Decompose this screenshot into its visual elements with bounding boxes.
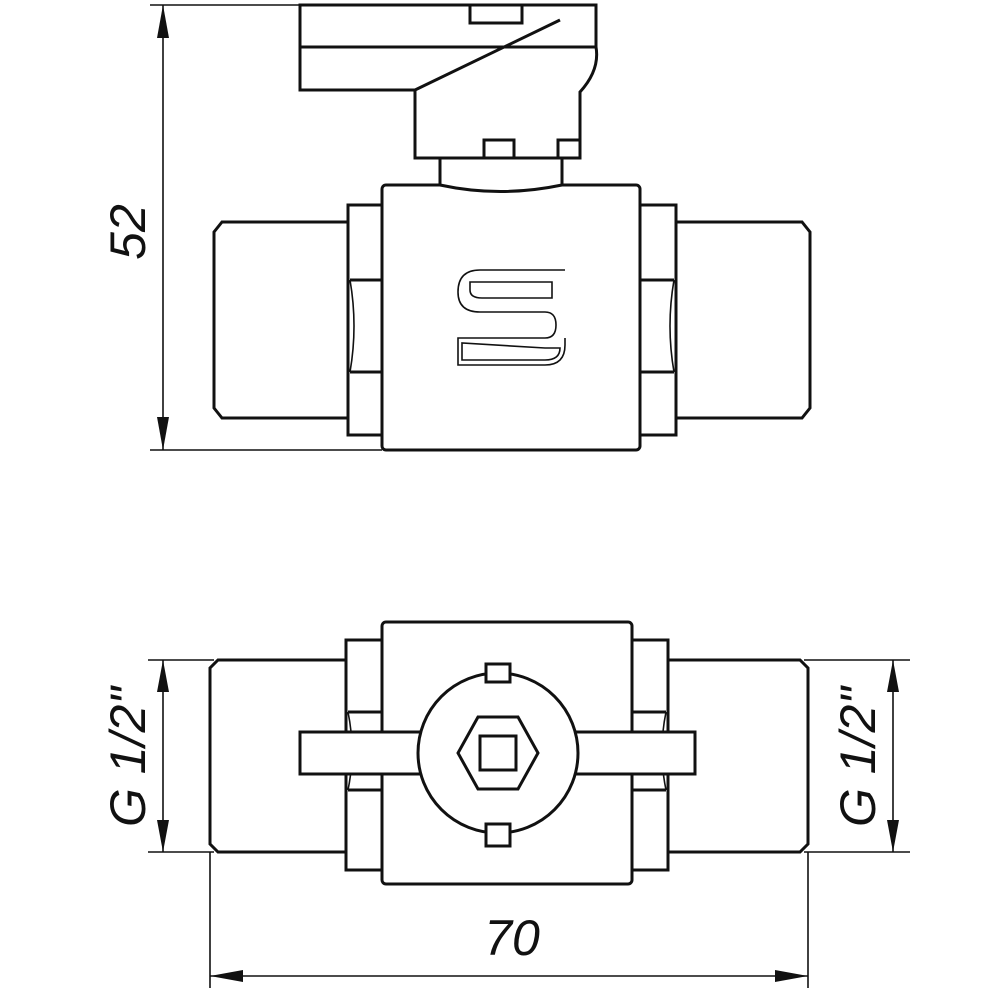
- right-thread-dimension: G 1/2": [804, 659, 910, 853]
- left-thread-label: G 1/2": [100, 685, 156, 827]
- length-dimension: 70: [209, 852, 809, 988]
- left-pipe-end: [212, 220, 350, 420]
- valve-body: [380, 183, 642, 452]
- valve-handle: [298, 3, 599, 160]
- length-dimension-label: 70: [484, 910, 540, 966]
- right-pipe-end-top: [650, 658, 810, 854]
- left-hex-nut: [346, 203, 386, 437]
- top-view: G 1/2" G 1/2" 70: [100, 620, 910, 988]
- front-view: 52: [100, 3, 812, 452]
- stem-hex-nut: [456, 715, 540, 791]
- left-thread-dimension: G 1/2": [100, 659, 214, 853]
- valve-stem: [438, 156, 564, 193]
- height-dimension-label: 52: [100, 204, 156, 260]
- right-hex-nut: [638, 203, 678, 437]
- right-pipe-end: [650, 220, 812, 420]
- left-pipe-end-top: [208, 658, 350, 854]
- s-logo-emblem: [457, 269, 566, 366]
- height-dimension: 52: [100, 4, 382, 451]
- right-thread-label: G 1/2": [830, 685, 886, 827]
